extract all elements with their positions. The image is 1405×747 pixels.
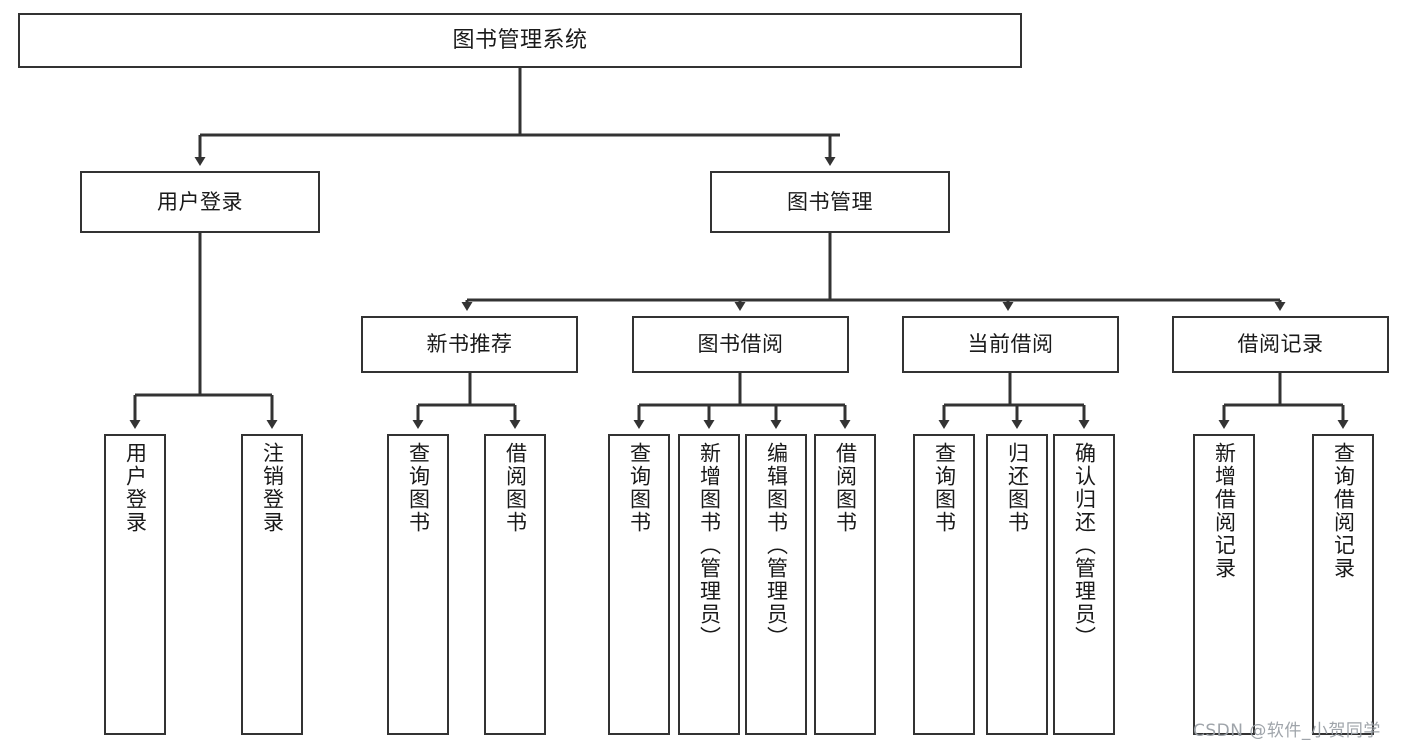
node-label: 新书推荐: [426, 332, 513, 357]
leaf-edit-book[interactable]: 编辑图书（管理员）: [745, 434, 807, 735]
node-label: 编辑图书（管理员）: [764, 442, 789, 649]
node-label: 借阅记录: [1237, 332, 1324, 357]
node-label: 图书管理: [787, 189, 873, 214]
leaf-confirm-return[interactable]: 确认归还（管理员）: [1053, 434, 1115, 735]
node-label: 查询图书: [627, 442, 652, 534]
leaf-borrow-book-1[interactable]: 借阅图书: [484, 434, 546, 735]
leaf-borrow-book-2[interactable]: 借阅图书: [814, 434, 876, 735]
leaf-return-book[interactable]: 归还图书: [986, 434, 1048, 735]
leaf-add-record[interactable]: 新增借阅记录: [1193, 434, 1255, 735]
leaf-logout[interactable]: 注销登录: [241, 434, 303, 735]
node-book-borrow[interactable]: 图书借阅: [632, 316, 849, 373]
node-book-manage[interactable]: 图书管理: [710, 171, 950, 233]
node-label: 新增图书（管理员）: [697, 442, 722, 649]
leaf-query-record[interactable]: 查询借阅记录: [1312, 434, 1374, 735]
leaf-add-book[interactable]: 新增图书（管理员）: [678, 434, 740, 735]
leaf-query-book-2[interactable]: 查询图书: [608, 434, 670, 735]
node-label: 用户登录: [123, 442, 148, 534]
leaf-user-login[interactable]: 用户登录: [104, 434, 166, 735]
node-user-login[interactable]: 用户登录: [80, 171, 320, 233]
node-borrow-record[interactable]: 借阅记录: [1172, 316, 1389, 373]
node-label: 确认归还（管理员）: [1072, 442, 1097, 649]
node-current-borrow[interactable]: 当前借阅: [902, 316, 1119, 373]
node-label: 归还图书: [1005, 442, 1030, 534]
node-label: 注销登录: [260, 442, 285, 534]
node-label: 查询借阅记录: [1331, 442, 1356, 580]
node-label: 新增借阅记录: [1212, 442, 1237, 580]
node-label: 当前借阅: [967, 332, 1054, 357]
leaf-query-book-3[interactable]: 查询图书: [913, 434, 975, 735]
node-label: 用户登录: [157, 189, 243, 214]
node-label: 查询图书: [406, 442, 431, 534]
node-new-book-rec[interactable]: 新书推荐: [361, 316, 578, 373]
node-label: 借阅图书: [503, 442, 528, 534]
csdn-watermark: CSDN @软件_小贺同学: [1193, 721, 1381, 741]
node-label: 借阅图书: [833, 442, 858, 534]
leaf-query-book-1[interactable]: 查询图书: [387, 434, 449, 735]
node-root-system[interactable]: 图书管理系统: [18, 13, 1022, 68]
node-label: 图书管理系统: [452, 27, 588, 53]
node-label: 查询图书: [932, 442, 957, 534]
node-label: 图书借阅: [697, 332, 784, 357]
